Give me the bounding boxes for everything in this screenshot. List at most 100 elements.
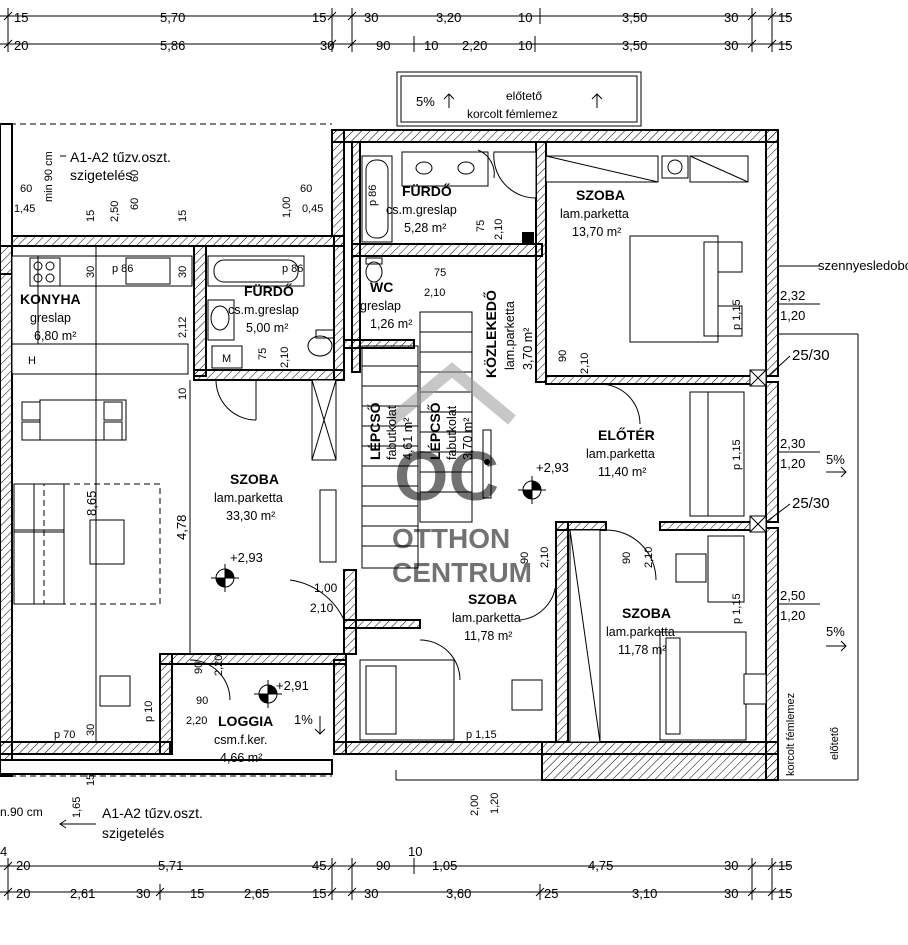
dim-bot2-6: 30 [364, 886, 378, 901]
dim-bot2-3: 15 [190, 886, 204, 901]
lbl-34: 8,65 [84, 491, 99, 516]
dim-top1-4: 3,20 [436, 10, 461, 25]
lbl-7: 60 [300, 183, 312, 195]
lbl-45: 2,00 [469, 795, 481, 816]
lbl-24: 2,10 [579, 353, 591, 374]
dim-bot1-2: 5,71 [158, 858, 183, 873]
win-r3b: 1,20 [780, 608, 805, 623]
level-markers: +2,93 +2,93 +2,91 [211, 460, 569, 708]
room-lepcso2-name: LÉPCSŐ [426, 402, 443, 460]
dimension-chain-top: 15 5,70 15 30 3,20 10 3,50 30 15 20 5,86… [0, 8, 792, 53]
room-szoba-mid-floor: lam.parketta [452, 611, 521, 625]
lbl-10: 60 [129, 170, 141, 182]
walls [0, 123, 779, 781]
dim-top1-3: 30 [364, 10, 378, 25]
inner-dimensions: 60 1,45 2,50 60 15 15 30 60 1,00 0,45 60… [14, 170, 743, 818]
lbl-38: 90 [196, 695, 208, 707]
fire-note-top: A1-A2 tűzv.oszt. szigetelés min 90 cm [43, 149, 171, 202]
room-konyha-floor: greslap [30, 311, 71, 325]
dim-top1-5: 10 [518, 10, 532, 25]
lbl-20: 2,10 [424, 287, 445, 299]
dim-bot2-1: 2,61 [70, 886, 95, 901]
room-lepcso2-floor: fabutkolat [445, 405, 459, 460]
watermark-line2: CENTRUM [392, 557, 532, 588]
lbl-9: 0,45 [302, 203, 323, 215]
lbl-27: p 1,15 [731, 593, 743, 624]
dim-top2-6: 10 [518, 38, 532, 53]
win-r3a: 2,50 [780, 588, 805, 603]
room-szoba-se-floor: lam.parketta [606, 625, 675, 639]
room-szoba-big-floor: lam.parketta [214, 491, 283, 505]
dim-bot2-5: 15 [312, 886, 326, 901]
lbl-0: 60 [20, 183, 32, 195]
fire-note-bottom-line2: szigetelés [102, 825, 164, 841]
dim-bot1-0: 4 [0, 844, 7, 859]
room-wc-name: WC [370, 279, 393, 295]
right-annotations: szennyesledobó 25/30 25/30 5% 5% korcolt… [765, 258, 908, 776]
fire-note-top-line1: A1-A2 tűzv.oszt. [70, 149, 171, 165]
dim-bot2-10: 30 [724, 886, 738, 901]
canopy-top-line1: előtető [506, 89, 542, 103]
washer-label: M [222, 353, 231, 365]
lbl-3: 60 [129, 198, 141, 210]
dim-bot1-9: 15 [778, 858, 792, 873]
canopy-right-line2: előtető [829, 727, 841, 760]
lbl-33: 2,10 [310, 601, 334, 615]
level-big: +2,93 [230, 550, 263, 565]
lbl-19: 75 [434, 267, 446, 279]
canopy-top-slope: 5% [416, 94, 435, 109]
dim-bot2-11: 15 [778, 886, 792, 901]
dim-top2-2: 30 [320, 38, 334, 53]
lbl-36: 90 [193, 662, 205, 674]
room-lepcso1-name: LÉPCSŐ [366, 402, 383, 460]
dim-top2-8: 30 [724, 38, 738, 53]
lbl-26: p 1,15 [731, 439, 743, 470]
canopy-right-line1: korcolt fémlemez [785, 693, 797, 776]
lbl-22: 2,10 [493, 219, 505, 240]
dim-bot2-7: 3,60 [446, 886, 471, 901]
dim-bot2-9: 3,10 [632, 886, 657, 901]
canopy-top: 5% előtető korcolt fémlemez [396, 71, 642, 127]
room-szoba-ne-area: 13,70 m² [572, 225, 621, 239]
fire-note-top-min: min 90 cm [43, 151, 55, 202]
room-loggia-name: LOGGIA [218, 713, 273, 729]
lbl-6: 30 [85, 266, 97, 278]
dim-top1-1: 5,70 [160, 10, 185, 25]
room-szoba-ne-name: SZOBA [576, 187, 625, 203]
watermark-monogram: OC [394, 437, 499, 515]
room-furdo-top-floor: cs.m.greslap [386, 203, 457, 217]
room-furdo-top-area: 5,28 m² [404, 221, 446, 235]
dim-top2-7: 3,50 [622, 38, 647, 53]
dim-top1-2: 15 [312, 10, 326, 25]
lbl-11: p 86 [367, 185, 379, 206]
dim-bot1-3: 45 [312, 858, 326, 873]
room-wc-area: 1,26 m² [370, 317, 412, 331]
win-r2b: 1,20 [780, 456, 805, 471]
dim-bot1-6: 1,05 [432, 858, 457, 873]
lbl-21: 75 [475, 220, 487, 232]
lbl-8: 1,00 [281, 197, 293, 218]
dim-top2-4: 10 [424, 38, 438, 53]
lbl-4: 15 [85, 210, 97, 222]
lbl-18: 10 [177, 388, 189, 400]
room-wc-floor: greslap [360, 299, 401, 313]
fire-note-bottom: A1-A2 tűzv.oszt. szigetelés n.90 cm [0, 805, 203, 841]
room-furdo-top-name: FÜRDŐ [402, 182, 452, 199]
canopy-right-slope1: 5% [826, 452, 845, 467]
level-loggia: +2,91 [276, 678, 309, 693]
dim-top1-8: 15 [778, 10, 792, 25]
dim-top2-5: 2,20 [462, 38, 487, 53]
room-furdo-left-floor: cs.m.greslap [228, 303, 299, 317]
roof-outline [0, 123, 859, 781]
room-loggia-floor: csm.f.ker. [214, 733, 267, 747]
room-eloter-floor: lam.parketta [586, 447, 655, 461]
stairs-marker [482, 429, 492, 499]
lbl-15: 2,12 [177, 317, 189, 338]
win-r1a: 2,32 [780, 288, 805, 303]
dim-top1-0: 15 [14, 10, 28, 25]
room-szoba-mid-area: 11,78 m² [464, 629, 512, 643]
dim-top2-3: 90 [376, 38, 390, 53]
lbl-40: p 70 [54, 729, 75, 741]
lbl-29: 2,10 [643, 547, 655, 568]
